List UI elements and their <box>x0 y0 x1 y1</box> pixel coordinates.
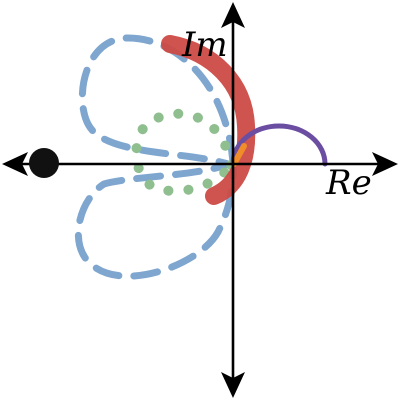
imag-axis-bottom-arrowhead <box>221 372 245 398</box>
purple-semicircle <box>230 123 328 167</box>
imag-axis-top-arrowhead <box>221 2 245 28</box>
blue-dashed-loops <box>74 34 239 280</box>
imag-axis-label: Im <box>181 25 228 65</box>
black-dot <box>29 148 59 178</box>
real-axis-label: Re <box>325 163 372 203</box>
real-axis <box>2 152 398 176</box>
real-axis-right-arrowhead <box>372 152 398 176</box>
imag-axis <box>221 2 245 398</box>
orange-segment <box>231 143 247 167</box>
real-axis-left-arrowhead <box>2 152 28 176</box>
green-dotted-loop <box>131 108 237 196</box>
